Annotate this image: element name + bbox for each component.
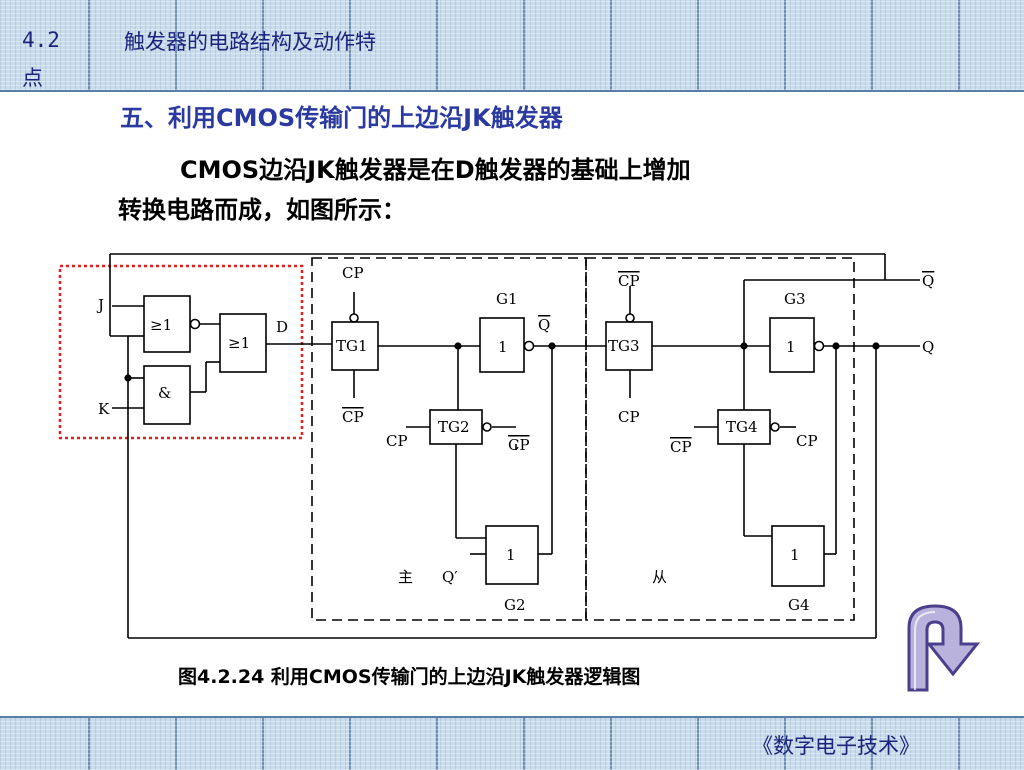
tg1-label: TG1 bbox=[336, 337, 368, 355]
master-box bbox=[311, 257, 587, 621]
or-gate-2 bbox=[219, 313, 267, 373]
g3-inv-symbol: 1 bbox=[786, 338, 796, 356]
g2-inv-symbol: 1 bbox=[506, 546, 516, 564]
g2-inverter bbox=[485, 525, 539, 585]
tg4-label: TG4 bbox=[726, 418, 758, 436]
section-title: 触发器的电路结构及动作特 bbox=[124, 30, 376, 54]
footer-course-title: 《数字电子技术》 bbox=[752, 734, 920, 758]
tg3-label: TG3 bbox=[608, 337, 640, 355]
tg1-cp-bar-label: CP bbox=[342, 408, 364, 426]
slave-box bbox=[585, 257, 855, 621]
and-gate bbox=[143, 365, 191, 425]
header-band bbox=[0, 0, 1024, 92]
output-q-bar-label: Q bbox=[922, 272, 934, 290]
g4-label: G4 bbox=[788, 596, 810, 614]
input-k-label: K bbox=[98, 400, 110, 418]
section-number: 4.2 bbox=[22, 28, 60, 52]
g4-inv-symbol: 1 bbox=[790, 546, 800, 564]
section-title-tail: 点 bbox=[22, 66, 43, 90]
conversion-circuit-highlight bbox=[58, 264, 304, 440]
slave-label: 从 bbox=[652, 568, 667, 586]
tg3-cp-label: CP bbox=[618, 408, 640, 426]
tg1-cp-label: CP bbox=[342, 264, 364, 282]
tg2-label: TG2 bbox=[438, 418, 470, 436]
figure-caption: 图4.2.24 利用CMOS传输门的上边沿JK触发器逻辑图 bbox=[178, 666, 641, 688]
output-q-label: Q bbox=[922, 338, 934, 356]
tg4-cp-label: CP bbox=[796, 432, 818, 450]
g1-label: G1 bbox=[496, 290, 518, 308]
tg2-cp-label: CP bbox=[386, 432, 408, 450]
footer-band bbox=[0, 716, 1024, 770]
return-arrow-icon[interactable] bbox=[895, 598, 995, 698]
input-j-label: J bbox=[96, 296, 104, 314]
g4-inverter bbox=[771, 525, 825, 587]
tg4-cp-bar-label: CP bbox=[670, 438, 692, 456]
body-text: CMOS边沿JK触发器是在D触发器的基础上增加 转换电路而成，如图所示： bbox=[118, 150, 918, 230]
g3-label: G3 bbox=[784, 290, 806, 308]
slide-heading: 五、利用CMOS传输门的上边沿JK触发器 bbox=[120, 104, 563, 132]
and-gate-label: & bbox=[158, 384, 171, 402]
or-gate-2-label: ≥1 bbox=[228, 334, 250, 352]
g2-label: G2 bbox=[504, 596, 526, 614]
or-gate-1-label: ≥1 bbox=[150, 316, 172, 334]
body-line-2: 转换电路而成，如图所示： bbox=[118, 196, 406, 224]
tg3-cp-bar-label: CP bbox=[618, 272, 640, 290]
master-label: 主 bbox=[398, 568, 413, 586]
body-line-1: CMOS边沿JK触发器是在D触发器的基础上增加 bbox=[180, 156, 691, 184]
tg2-cp-bar-label: CP bbox=[508, 436, 530, 454]
d-label: D bbox=[276, 318, 288, 336]
g1-inv-symbol: 1 bbox=[498, 338, 508, 356]
master-q-bar-label: Q bbox=[538, 316, 550, 334]
q-prime-label: Q′ bbox=[442, 568, 458, 586]
jk-flipflop-logic-diagram: J K ≥1 ≥1 & D TG1 CP CP G1 1 Q TG2 CP CP… bbox=[58, 253, 934, 639]
